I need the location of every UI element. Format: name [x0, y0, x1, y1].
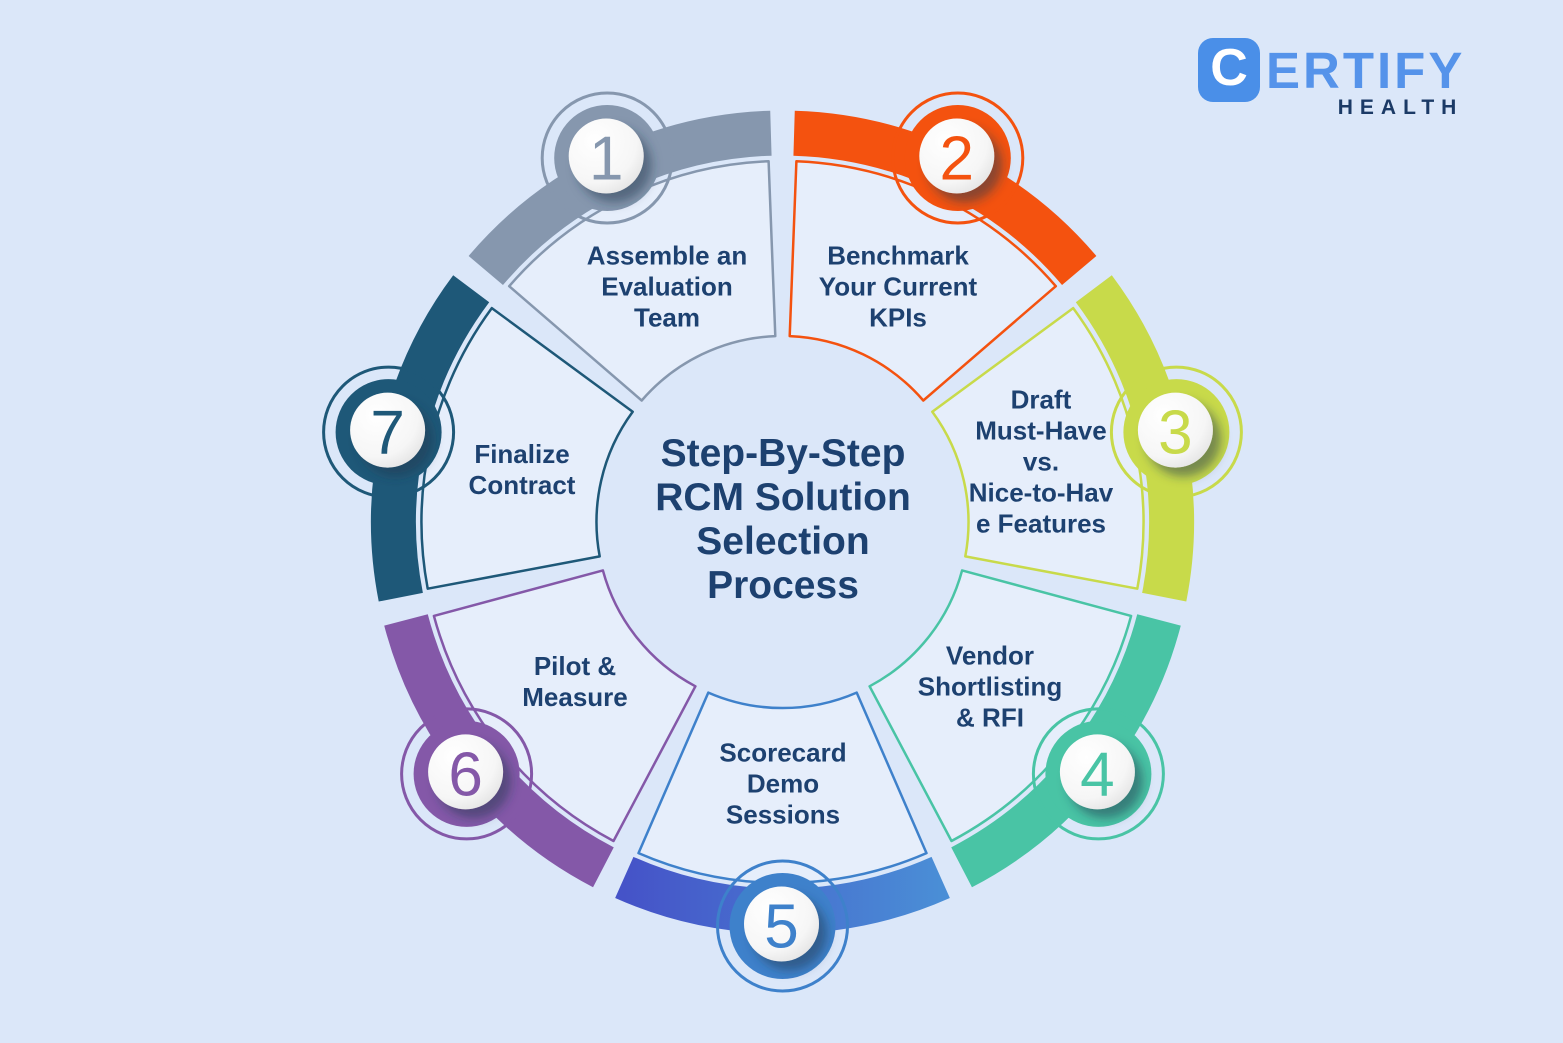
step-1-badge-ring: [540, 91, 674, 225]
step-4-badge-ring: [1031, 707, 1165, 841]
step-5-wedge: [637, 691, 928, 885]
step-4-badge: 4: [1031, 707, 1165, 841]
step-3-badge-inner-circle: [1137, 392, 1213, 468]
step-1-badge-inner-circle: [568, 118, 644, 194]
step-2-number: 2: [940, 125, 974, 194]
step-7-number: 7: [370, 399, 404, 468]
step-4-number: 4: [1080, 740, 1114, 809]
step-7-badge: 7: [322, 365, 456, 499]
step-5-label: Scorecard Demo Sessions: [719, 737, 847, 830]
step-5-number: 5: [764, 893, 798, 962]
step-2-wedge: [788, 160, 1058, 402]
step-7-wedge: [420, 306, 634, 590]
logo-word: ERTIFY: [1266, 41, 1466, 99]
step-5-badge: 5: [716, 859, 849, 993]
step-7-badge-ring: [322, 365, 456, 499]
step-3-label: Draft Must-Have vs. Nice-to-Hav e Featur…: [968, 384, 1114, 539]
step-5-badge-ring: [716, 859, 849, 993]
logo-c-letter: C: [1210, 39, 1248, 97]
step-7-label: Finalize Contract: [468, 439, 576, 500]
step-4-badge-inner-circle: [1059, 734, 1135, 810]
certify-health-logo: C ERTIFY HEALTH: [1198, 38, 1465, 120]
logo-c-mark-icon: C: [1198, 38, 1260, 102]
step-4-wedge: [868, 569, 1133, 843]
step-1-wedge: [507, 160, 777, 402]
step-3-badge: 3: [1109, 365, 1243, 499]
step-3-badge-ring: [1109, 365, 1243, 499]
step-4-label: Vendor Shortlisting & RFI: [917, 640, 1063, 733]
step-6-badge: 6: [400, 707, 534, 841]
step-7-badge-inner-circle: [350, 392, 426, 468]
step-6-wedge: [432, 569, 697, 843]
step-2-badge-ring: [891, 91, 1025, 225]
diagram-title: Step-By-Step RCM Solution Selection Proc…: [655, 432, 911, 607]
logo-wordmark-row: C ERTIFY: [1198, 38, 1465, 102]
step-6-number: 6: [448, 740, 482, 809]
step-6-badge-inner-circle: [428, 734, 504, 810]
step-3-wedge: [931, 306, 1145, 590]
step-1-badge: 1: [540, 91, 674, 225]
step-6-badge-ring: [400, 707, 534, 841]
step-1-label: Assemble an Evaluation Team: [586, 240, 748, 333]
step-2-label: Benchmark Your Current KPIs: [818, 240, 978, 333]
step-6-label: Pilot & Measure: [522, 651, 628, 712]
step-5-badge-inner-circle: [744, 886, 819, 962]
step-3-number: 3: [1158, 399, 1192, 468]
step-2-badge: 2: [891, 91, 1025, 225]
step-1-number: 1: [589, 125, 623, 194]
logo-subtitle: HEALTH: [1337, 96, 1464, 119]
step-2-badge-inner-circle: [919, 118, 995, 194]
